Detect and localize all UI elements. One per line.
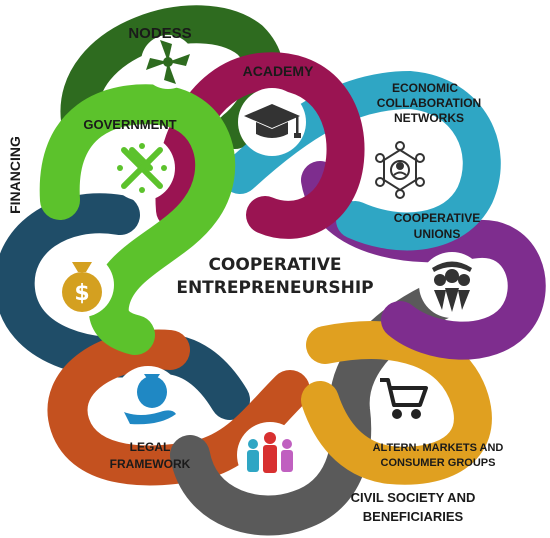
label-economic-2: COLLABORATION: [377, 96, 481, 110]
label-unions-1: COOPERATIVE: [394, 211, 480, 225]
cart-icon-disc: [372, 367, 434, 429]
label-civil-2: BENEFICIARIES: [363, 509, 464, 524]
label-financing: FINANCING: [7, 136, 23, 214]
nodess-logo-icon: [146, 40, 190, 84]
label-economic-1: ECONOMIC: [392, 81, 458, 95]
svg-text:$: $: [74, 281, 89, 306]
graduation-cap-icon: [244, 104, 301, 138]
label-unions-2: UNIONS: [414, 227, 461, 241]
people-group-icon: [247, 432, 293, 473]
label-alt-markets-2: CONSUMER GROUPS: [381, 457, 496, 469]
hand-money-bag-icon: [124, 374, 176, 425]
label-nodess: NODESS: [128, 25, 191, 42]
label-legal-1: LEGAL: [130, 440, 171, 454]
label-economic-3: NETWORKS: [394, 111, 464, 125]
network-icon: [375, 141, 425, 199]
government-logo-icon: [117, 143, 167, 193]
label-government: GOVERNMENT: [83, 117, 176, 132]
financing-loop: [0, 193, 250, 420]
center-line-2: ENTREPRENEURSHIP: [176, 278, 373, 298]
label-academy: ACADEMY: [243, 63, 314, 79]
center-line-1: COOPERATIVE: [208, 255, 341, 275]
label-alt-markets-1: ALTERN. MARKETS AND: [373, 442, 504, 454]
group-unity-icon: [432, 261, 472, 312]
shopping-cart-icon: [380, 378, 428, 419]
money-bag-icon: $: [62, 262, 102, 312]
label-legal-2: FRAMEWORK: [110, 457, 191, 471]
label-civil-1: CIVIL SOCIETY AND: [351, 490, 476, 505]
